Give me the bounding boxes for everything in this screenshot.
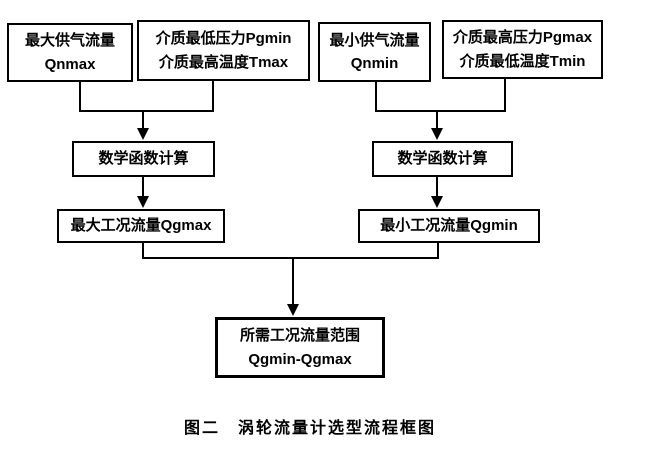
figure-caption: 图二 涡轮流量计选型流程框图 <box>183 420 436 437</box>
arrow-down-icon <box>287 304 299 316</box>
box-line: Qnmin <box>350 55 399 72</box>
box-line: 数学函数计算 <box>397 150 488 168</box>
box-max-supply-flow: 最大供气流量 Qnmax <box>7 23 133 82</box>
box-max-pressure-min-temp: 介质最高压力Pgmax 介质最低温度Tmin <box>442 20 603 79</box>
box-line: 介质最高温度Tmax <box>158 53 289 71</box>
arrow-down-icon <box>137 196 149 208</box>
box-min-working-flow: 最小工况流量Qgmin <box>358 209 540 243</box>
box-min-supply-flow: 最小供气流量 Qnmin <box>318 22 431 82</box>
box-math-function-right: 数学函数计算 <box>372 141 513 177</box>
box-line: 最大工况流量Qgmax <box>70 217 212 235</box>
box-math-function-left: 数学函数计算 <box>72 141 215 177</box>
box-line: 所需工况流量范围 <box>239 327 360 345</box>
box-line: Qgmin-Qgmax <box>248 350 352 368</box>
box-required-flow-range: 所需工况流量范围 Qgmin-Qgmax <box>215 317 385 378</box>
box-line: 最小供气流量 <box>329 31 420 49</box>
arrow-down-icon <box>431 196 443 208</box>
box-line: 最大供气流量 <box>24 32 115 50</box>
box-line: 介质最低压力Pgmin <box>155 30 292 48</box>
box-line: 介质最低温度Tmin <box>459 52 586 70</box>
box-max-working-flow: 最大工况流量Qgmax <box>57 209 225 243</box>
arrow-down-icon <box>137 128 149 140</box>
box-line: Qnmax <box>44 55 96 73</box>
box-min-pressure-max-temp: 介质最低压力Pgmin 介质最高温度Tmax <box>137 20 310 81</box>
box-line: 最小工况流量Qgmin <box>380 217 518 235</box>
arrow-down-icon <box>431 128 443 140</box>
box-line: 介质最高压力Pgmax <box>452 29 593 47</box>
box-line: 数学函数计算 <box>98 150 189 168</box>
